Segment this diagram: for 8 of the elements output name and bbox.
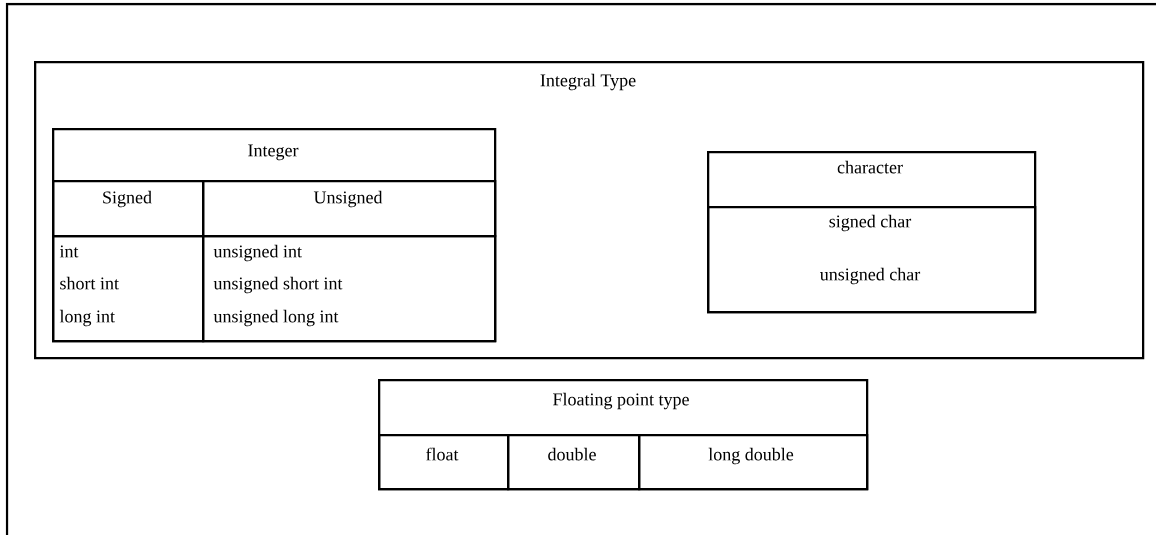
table-cell: unsigned int unsigned short int unsigned long int bbox=[202, 235, 497, 343]
table-cell: Unsigned bbox=[202, 180, 497, 238]
table-cell: signed char unsigned char bbox=[707, 206, 1037, 314]
table-cell: double bbox=[507, 434, 641, 491]
table-cell: int short int long int bbox=[52, 235, 205, 343]
table-cell: long double bbox=[638, 434, 869, 491]
table-cell: float bbox=[378, 434, 510, 491]
table-cell: Signed bbox=[52, 180, 205, 238]
